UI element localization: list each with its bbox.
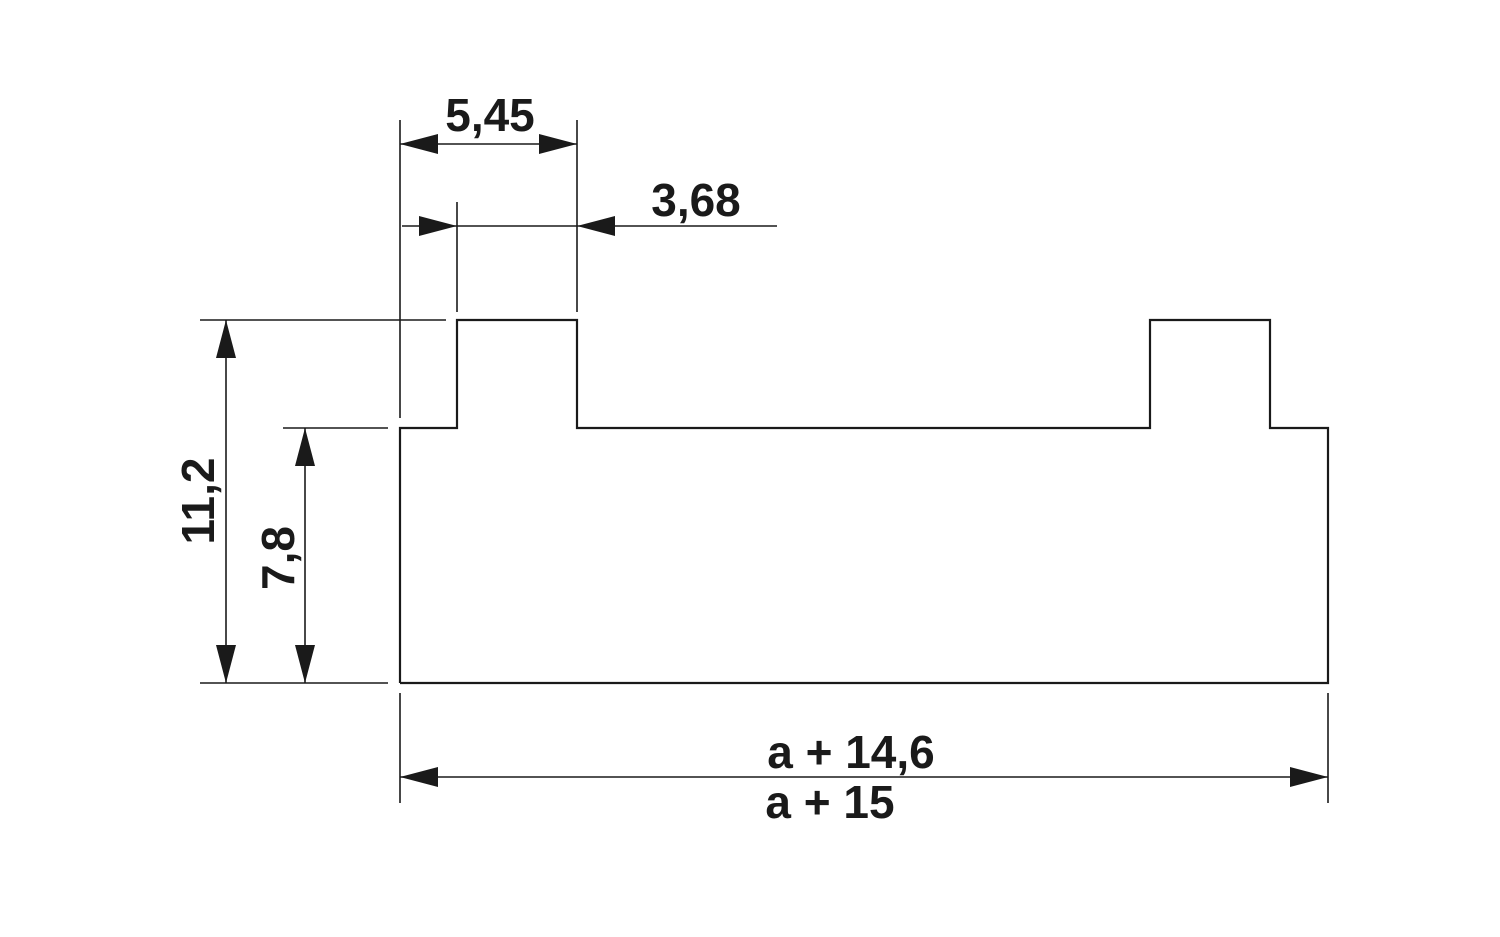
dim-tab-width: 5,45	[399, 89, 578, 418]
arrowhead-bottom	[295, 645, 315, 683]
arrowhead-left	[419, 216, 457, 236]
dim-total-height: 11,2	[172, 319, 446, 684]
dim-length: a + 14,6 a + 15	[399, 693, 1329, 828]
dim-label-total-height: 11,2	[172, 458, 224, 545]
arrowhead-right	[1290, 767, 1328, 787]
part-outline	[398, 318, 1330, 685]
arrowhead-bottom	[216, 645, 236, 683]
dim-tab-top-width: 3,68	[402, 174, 777, 312]
dim-label-tab-width: 5,45	[445, 89, 535, 141]
arrowhead-right	[577, 216, 615, 236]
dim-label-body-height: 7,8	[252, 526, 304, 590]
arrowhead-left	[400, 767, 438, 787]
dim-label-length-min: a + 14,6	[767, 726, 935, 778]
arrowhead-left	[400, 134, 438, 154]
dim-label-length-max: a + 15	[765, 776, 894, 828]
dim-body-height: 7,8	[252, 427, 388, 683]
arrowhead-top	[216, 320, 236, 358]
dim-label-tab-top-width: 3,68	[651, 174, 741, 226]
arrowhead-top	[295, 428, 315, 466]
arrowhead-right	[539, 134, 577, 154]
